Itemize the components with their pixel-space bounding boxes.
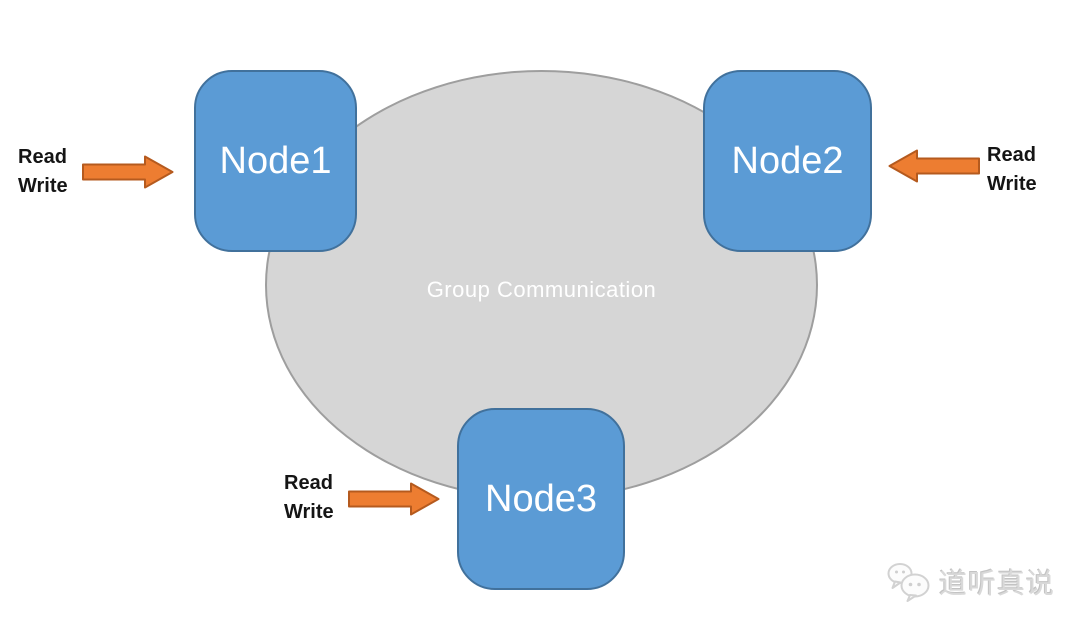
write-label: Write <box>284 501 334 523</box>
wechat-icon <box>887 563 930 602</box>
read-write-label-node2: Read Write <box>987 141 1037 199</box>
node-node3: Node3 <box>457 408 625 590</box>
read-label: Read <box>987 144 1036 166</box>
write-label: Write <box>18 175 68 197</box>
group-communication-label: Group Communication <box>426 277 657 302</box>
read-write-label-node1: Read Write <box>18 143 68 201</box>
arrow-right-icon <box>348 482 440 516</box>
node-node2: Node2 <box>703 70 872 252</box>
read-write-label-node3: Read Write <box>284 469 334 527</box>
read-label: Read <box>18 146 67 168</box>
node-node1: Node1 <box>194 70 357 252</box>
watermark-text: 道听真说 <box>939 567 1056 600</box>
node1-label: Node1 <box>219 139 332 182</box>
node2-label: Node2 <box>731 139 844 182</box>
watermark: 道听真说 <box>886 561 1055 603</box>
write-label: Write <box>987 173 1037 195</box>
arrow-left-icon <box>888 149 980 183</box>
arrow-right-icon <box>82 155 174 189</box>
read-label: Read <box>284 472 333 494</box>
node3-label: Node3 <box>485 477 597 520</box>
